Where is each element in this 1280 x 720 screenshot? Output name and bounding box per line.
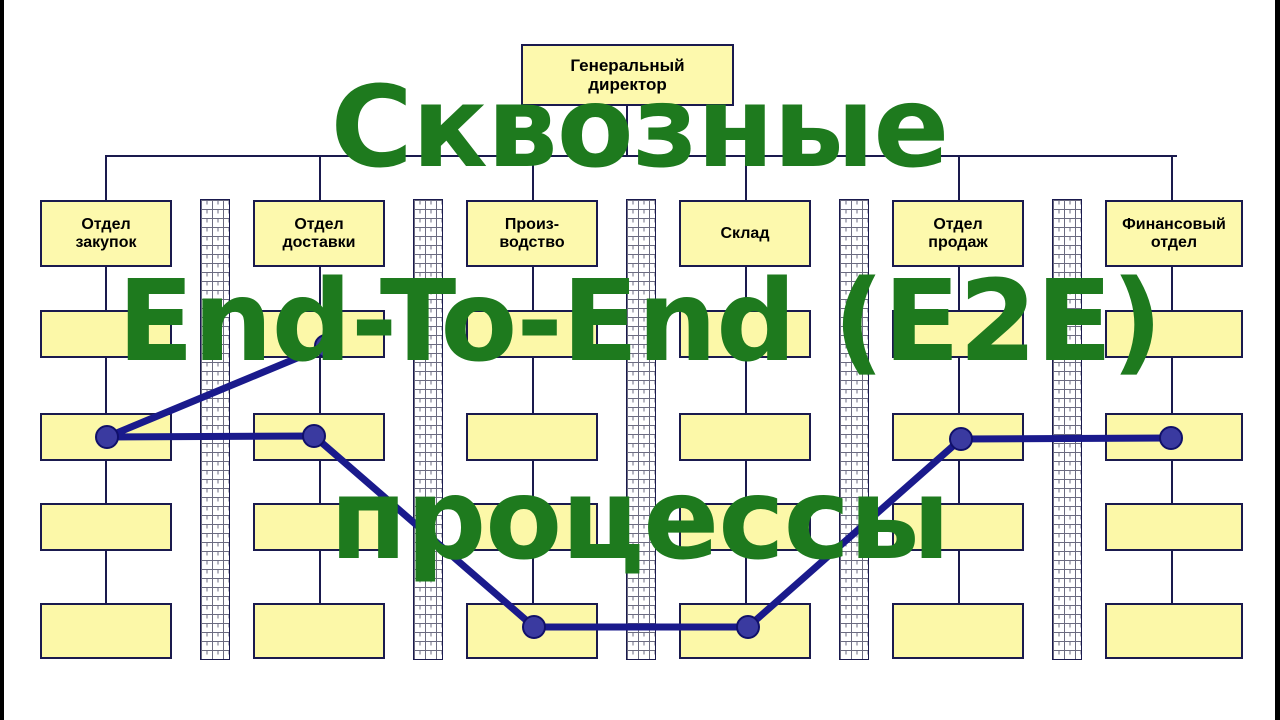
- sub-connector-delivery-2: [319, 358, 321, 413]
- sub-connector-sales-1: [958, 267, 960, 310]
- sub-connector-sales-2: [958, 358, 960, 413]
- sub-connector-sales-4: [958, 551, 960, 603]
- dept-stem-sales: [958, 155, 960, 200]
- dept-label-delivery-line1: Отдел: [294, 215, 344, 233]
- dept-label-production-line2: водство: [499, 233, 565, 251]
- sub-connector-finance-3: [1171, 461, 1173, 503]
- barrier-wall-1: [200, 199, 230, 660]
- barrier-wall-2: [413, 199, 443, 660]
- sub-connector-warehouse-4: [745, 551, 747, 603]
- sub-connector-procurement-3: [105, 461, 107, 503]
- barrier-wall-4: [839, 199, 869, 660]
- dept-box-finance[interactable]: Финансовый отдел: [1105, 200, 1243, 267]
- ceo-label-line2: директор: [588, 75, 667, 94]
- ceo-stem-connector: [626, 106, 628, 156]
- dept-stem-procurement: [105, 155, 107, 200]
- sub-box-finance-3[interactable]: [1105, 503, 1243, 551]
- dept-label-production-line1: Произ-: [504, 215, 560, 233]
- department-bus-connector: [105, 155, 1177, 157]
- dept-box-production[interactable]: Произ- водство: [466, 200, 598, 267]
- sub-connector-procurement-2: [105, 358, 107, 413]
- sub-connector-delivery-1: [319, 267, 321, 310]
- sub-box-warehouse-2[interactable]: [679, 413, 811, 461]
- dept-box-sales[interactable]: Отдел продаж: [892, 200, 1024, 267]
- dept-stem-warehouse: [745, 155, 747, 200]
- sub-box-production-1[interactable]: [466, 310, 598, 358]
- dept-box-warehouse[interactable]: Склад: [679, 200, 811, 267]
- sub-box-delivery-4[interactable]: [253, 603, 385, 659]
- sub-connector-procurement-4: [105, 551, 107, 603]
- sub-box-sales-1[interactable]: [892, 310, 1024, 358]
- sub-box-finance-2[interactable]: [1105, 413, 1243, 461]
- dept-stem-delivery: [319, 155, 321, 200]
- sub-box-sales-3[interactable]: [892, 503, 1024, 551]
- sub-box-warehouse-4[interactable]: [679, 603, 811, 659]
- barrier-wall-5: [1052, 199, 1082, 660]
- dept-label-procurement-line1: Отдел: [81, 215, 131, 233]
- sub-connector-warehouse-2: [745, 358, 747, 413]
- sub-box-delivery-2[interactable]: [253, 413, 385, 461]
- sub-box-warehouse-3[interactable]: [679, 503, 811, 551]
- sub-box-sales-2[interactable]: [892, 413, 1024, 461]
- dept-label-procurement-line2: закупок: [75, 233, 137, 251]
- sub-connector-production-4: [532, 551, 534, 603]
- sub-connector-delivery-4: [319, 551, 321, 603]
- sub-connector-finance-1: [1171, 267, 1173, 310]
- dept-label-delivery-line2: доставки: [282, 233, 356, 251]
- org-chart-layer: Генеральный директор Отдел закупок: [4, 0, 1275, 720]
- dept-stem-finance: [1171, 155, 1173, 200]
- sub-box-production-3[interactable]: [466, 503, 598, 551]
- ceo-label-line1: Генеральный: [570, 55, 685, 75]
- sub-box-sales-4[interactable]: [892, 603, 1024, 659]
- dept-label-finance-line2: отдел: [1150, 233, 1198, 251]
- dept-box-procurement[interactable]: Отдел закупок: [40, 200, 172, 267]
- sub-box-procurement-4[interactable]: [40, 603, 172, 659]
- sub-connector-sales-3: [958, 461, 960, 503]
- sub-connector-procurement-1: [105, 267, 107, 310]
- sub-box-production-4[interactable]: [466, 603, 598, 659]
- sub-connector-finance-2: [1171, 358, 1173, 413]
- sub-box-procurement-3[interactable]: [40, 503, 172, 551]
- sub-connector-production-1: [532, 267, 534, 310]
- dept-label-warehouse-line1: Склад: [720, 224, 770, 242]
- dept-label-finance-line1: Финансовый: [1122, 215, 1226, 233]
- sub-box-warehouse-1[interactable]: [679, 310, 811, 358]
- sub-box-procurement-2[interactable]: [40, 413, 172, 461]
- dept-stem-production: [532, 155, 534, 200]
- dept-label-sales-line1: Отдел: [933, 215, 983, 233]
- sub-box-finance-4[interactable]: [1105, 603, 1243, 659]
- sub-box-delivery-1[interactable]: [253, 310, 385, 358]
- sub-connector-finance-4: [1171, 551, 1173, 603]
- sub-connector-delivery-3: [319, 461, 321, 503]
- sub-box-delivery-3[interactable]: [253, 503, 385, 551]
- sub-box-production-2[interactable]: [466, 413, 598, 461]
- sub-box-finance-1[interactable]: [1105, 310, 1243, 358]
- sub-connector-production-3: [532, 461, 534, 503]
- ceo-box[interactable]: Генеральный директор: [521, 44, 734, 106]
- dept-label-sales-line2: продаж: [928, 233, 988, 251]
- sub-connector-production-2: [532, 358, 534, 413]
- sub-connector-warehouse-1: [745, 267, 747, 310]
- sub-connector-warehouse-3: [745, 461, 747, 503]
- barrier-wall-3: [626, 199, 656, 660]
- dept-box-delivery[interactable]: Отдел доставки: [253, 200, 385, 267]
- sub-box-procurement-1[interactable]: [40, 310, 172, 358]
